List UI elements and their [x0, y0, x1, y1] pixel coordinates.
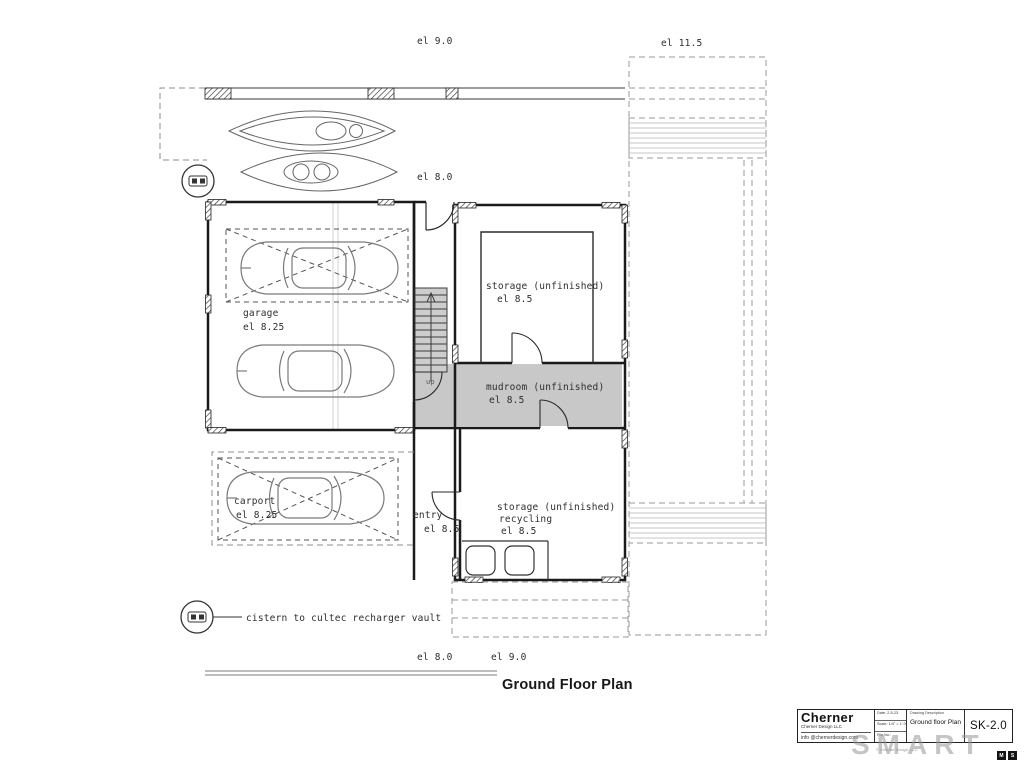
file-label: File No.:	[877, 733, 892, 737]
garage-label: garage	[243, 308, 279, 319]
entry-elevation: el 8.5	[424, 524, 460, 535]
east-deck-boards	[629, 122, 766, 539]
copyright-note: © Cherner Design, LLC	[876, 747, 918, 752]
car-clearance-box-carport	[217, 457, 399, 541]
elevation-label-bottom-center: el 9.0	[491, 652, 527, 663]
entry-door	[431, 491, 461, 521]
title-block: Cherner Cherner Design LLC info @cherner…	[797, 709, 1013, 743]
firm-subtitle: Cherner Design LLC	[801, 724, 843, 729]
title-block-meta-cell: Date: 2-5-23 Scale: 1/4" = 1'-0" File No…	[874, 710, 906, 742]
north-deck-edge	[204, 87, 625, 100]
mudroom-label: mudroom (unfinished)	[486, 382, 604, 393]
date-value: 2-5-23	[887, 711, 899, 715]
drawing-description-label: Drawing Description	[910, 711, 944, 715]
garage-walls	[206, 200, 416, 432]
storage-bottom-label: storage (unfinished)	[497, 502, 615, 513]
scale-value: 1/4" = 1'-0"	[888, 722, 906, 726]
wall-hatching	[205, 199, 628, 583]
mudroom-doors	[413, 371, 569, 429]
elevation-label-mid: el 8.0	[417, 172, 453, 183]
car-garage-1	[240, 241, 399, 295]
cistern-symbol-circle	[180, 600, 214, 634]
east-deck-outline	[628, 56, 767, 636]
south-property-line	[205, 670, 497, 676]
storage-bottom-elevation: el 8.5	[501, 526, 537, 537]
storage-top-elevation: el 8.5	[497, 294, 533, 305]
carport-parking	[217, 457, 399, 541]
title-block-description-cell: Drawing Description Ground floor Plan	[906, 710, 964, 742]
garage-elevation: el 8.25	[243, 322, 284, 333]
recycling-bins	[462, 540, 549, 580]
meta-date: Date: 2-5-23	[875, 710, 906, 721]
kayak-storage	[227, 110, 399, 192]
drawing-title: Ground floor Plan	[910, 719, 961, 726]
plan-labels: el 9.0 el 11.5 el 8.0 garage el 8.25 sto…	[234, 36, 702, 693]
recycling-label: recycling	[499, 514, 552, 525]
car-garage-2	[236, 344, 395, 398]
west-dashed-outline	[159, 87, 207, 161]
kayak-1	[227, 110, 397, 152]
meta-scale: Scale: 1/4" = 1'-0"	[875, 721, 906, 732]
elevation-label-bottom-left: el 8.0	[417, 652, 453, 663]
badge-m: M	[997, 751, 1006, 760]
garage-parking	[225, 228, 409, 398]
title-block-firm-cell: Cherner Cherner Design LLC info @cherner…	[798, 710, 874, 742]
entry-label: entry	[413, 510, 443, 521]
storage-top-label: storage (unfinished)	[486, 281, 604, 292]
storage-wing-walls	[412, 200, 627, 582]
stairs	[414, 287, 448, 382]
meta-file: File No.:	[875, 732, 906, 742]
utility-symbol-circle-top	[181, 164, 215, 198]
carport-outline	[211, 451, 414, 546]
mudroom-elevation: el 8.5	[489, 395, 525, 406]
garage-grid-lines	[332, 203, 339, 429]
kayak-2	[239, 152, 399, 192]
scale-label: Scale:	[877, 722, 888, 726]
carport-label: carport	[234, 496, 275, 507]
storage-top-inner-room	[480, 231, 594, 364]
firm-contact: info @chernerdesign.com	[801, 732, 871, 741]
date-label: Date:	[877, 711, 887, 715]
stair-up-label: up	[426, 378, 435, 386]
elevation-label-top: el 9.0	[417, 36, 453, 47]
sheet-number: SK-2.0	[964, 710, 1012, 742]
south-walk-outline	[451, 581, 629, 638]
elevation-label-top-right: el 11.5	[661, 38, 702, 49]
cistern-symbols	[180, 164, 242, 634]
certification-badges: M S	[997, 751, 1017, 760]
cistern-note: cistern to cultec recharger vault	[246, 613, 441, 624]
plan-title: Ground Floor Plan	[502, 677, 633, 693]
carport-elevation: el 8.25	[236, 510, 277, 521]
hall-door	[425, 201, 455, 231]
badge-s: S	[1008, 751, 1017, 760]
car-clearance-box-garage	[225, 228, 409, 303]
firm-logo: Cherner	[801, 710, 854, 725]
